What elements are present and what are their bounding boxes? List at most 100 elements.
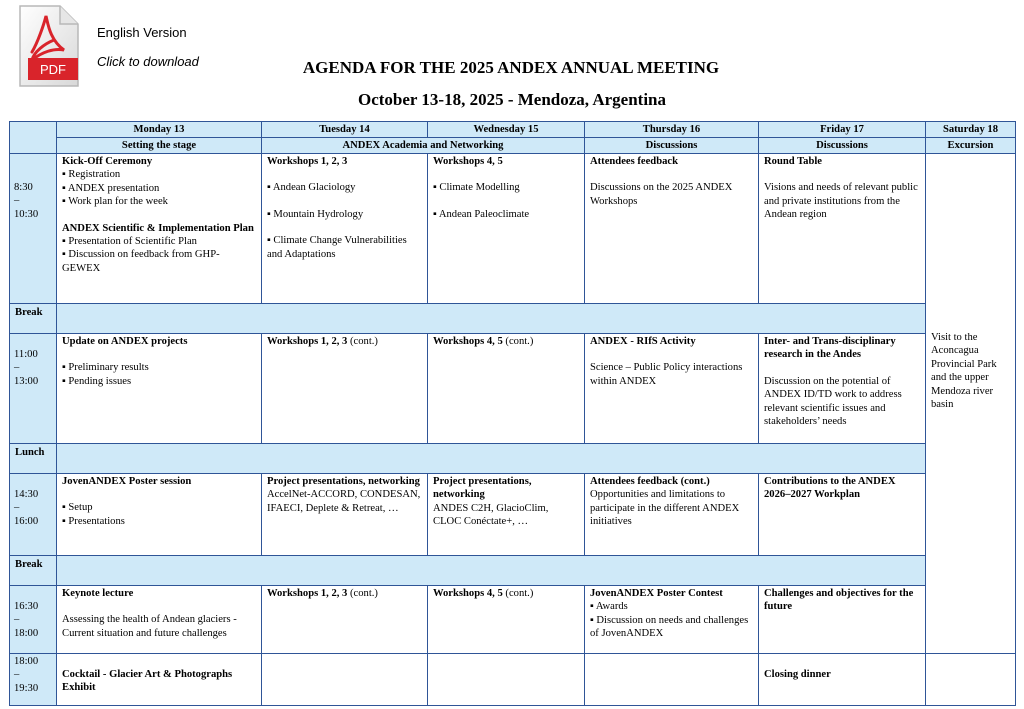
list-item: ▪ Andean Glaciology	[267, 182, 356, 194]
list-item: ▪ Discussion on needs and challenges of …	[590, 614, 749, 640]
list-item: ▪ Climate Change Vulnerabilities and Ada…	[267, 235, 407, 260]
cell-s4-monday: Keynote lecture Assessing the health of …	[56, 585, 262, 654]
cell-s4-friday: Challenges and objectives for the future	[758, 585, 926, 654]
session-text: Discussion on the potential of ANDEX ID/…	[764, 375, 902, 428]
agenda-table: Monday 13 Tuesday 14 Wednesday 15 Thursd…	[9, 121, 1016, 706]
list-item: ▪ ANDEX presentation	[62, 182, 160, 194]
cont-suffix: (cont.)	[502, 336, 534, 347]
day-friday: Friday 17	[758, 121, 926, 138]
cell-s2-friday: Inter- and Trans-disciplinary research i…	[758, 333, 926, 444]
list-item: ▪ Presentations	[62, 515, 125, 527]
cell-s5-saturday	[925, 653, 1016, 706]
theme-tue-wed: ANDEX Academia and Networking	[261, 137, 585, 154]
list-item: ▪ Andean Paleoclimate	[433, 208, 530, 220]
list-item: ▪ Preliminary results	[62, 362, 149, 374]
break-label: Break	[9, 303, 57, 334]
session-title: Workshops 1, 2, 3	[267, 336, 348, 347]
session-row-1: 8:30–10:30 Kick-Off Ceremony ▪ Registrat…	[9, 153, 1016, 654]
cell-s2-monday: Update on ANDEX projects ▪ Preliminary r…	[56, 333, 262, 444]
pdf-download-link[interactable]: PDF English Version Click to download	[14, 2, 214, 97]
session-title: Project presentations, networking	[267, 476, 420, 487]
cell-s5-monday: Cocktail - Glacier Art & Photographs Exh…	[56, 653, 262, 706]
session-title: JovenANDEX Poster Contest	[590, 588, 723, 599]
session-title: Challenges and objectives for the future	[764, 588, 914, 613]
cell-s2-tuesday: Workshops 1, 2, 3 (cont.)	[261, 333, 428, 444]
session-text: AccelNet-ACCORD, CONDESAN, IFAECI, Deple…	[267, 489, 421, 514]
session-title: Round Table	[764, 156, 823, 167]
session-text: Opportunities and limitations to partici…	[590, 489, 740, 528]
time-slot-5: 18:00–19:30	[9, 653, 57, 706]
session-title: Attendees feedback	[590, 156, 678, 167]
session-title: Update on ANDEX projects	[62, 336, 188, 347]
theme-monday: Setting the stage	[56, 137, 262, 154]
cell-s3-monday: JovenANDEX Poster session ▪ Setup ▪ Pres…	[56, 473, 262, 556]
cell-s5-wednesday	[427, 653, 585, 706]
session-text: Science – Public Policy interactions wit…	[590, 362, 743, 387]
english-version-label: English Version	[97, 25, 187, 40]
time-slot-1: 8:30–10:30	[9, 153, 57, 304]
list-item: ▪ Registration	[62, 169, 121, 181]
session-title: Workshops 4, 5	[433, 156, 503, 167]
list-item: ▪ Discussion on feedback from GHP-GEWEX	[62, 249, 220, 274]
day-wednesday: Wednesday 15	[427, 121, 585, 138]
theme-thursday: Discussions	[584, 137, 759, 154]
cont-suffix: (cont.)	[347, 336, 378, 347]
header-corner	[9, 121, 57, 154]
session-title: Workshops 4, 5	[433, 588, 503, 599]
session-title: ANDEX - RIfS Activity	[590, 336, 696, 347]
excursion-text: Visit to the Aconcagua Provincial Park a…	[931, 332, 997, 411]
time-slot-3: 14:30–16:00	[9, 473, 57, 556]
list-item: ▪ Setup	[62, 502, 93, 514]
pdf-icon-label: PDF	[40, 62, 66, 77]
cell-s2-thursday: ANDEX - RIfS Activity Science – Public P…	[584, 333, 759, 444]
themes-header-row: Setting the stage ANDEX Academia and Net…	[9, 137, 1016, 154]
session-text: Visions and needs of relevant public and…	[764, 182, 918, 221]
cell-s4-thursday: JovenANDEX Poster Contest ▪ Awards ▪ Dis…	[584, 585, 759, 654]
session-title: Project presentations, networking	[433, 476, 532, 501]
day-thursday: Thursday 16	[584, 121, 759, 138]
list-item: ▪ Presentation of Scientific Plan	[62, 236, 197, 248]
list-item: ▪ Work plan for the week	[62, 196, 168, 208]
cell-saturday-excursion: Visit to the Aconcagua Provincial Park a…	[925, 153, 1016, 654]
page-subtitle: October 13-18, 2025 - Mendoza, Argentina	[357, 90, 666, 109]
day-tuesday: Tuesday 14	[261, 121, 428, 138]
cell-s5-tuesday	[261, 653, 428, 706]
cell-s4-tuesday: Workshops 1, 2, 3 (cont.)	[261, 585, 428, 654]
time-slot-4: 16:30–18:00	[9, 585, 57, 654]
cell-s3-wednesday: Project presentations, networking ANDES …	[427, 473, 585, 556]
break-label: Break	[9, 555, 57, 586]
session-title: Inter- and Trans-disciplinary research i…	[764, 336, 896, 361]
cell-s4-wednesday: Workshops 4, 5 (cont.)	[427, 585, 585, 654]
break-row-1: Break	[9, 303, 1016, 334]
session-title: Workshops 4, 5	[433, 336, 503, 347]
theme-saturday: Excursion	[925, 137, 1016, 154]
session-title: Kick-Off Ceremony	[62, 156, 153, 167]
session-title: Closing dinner	[764, 669, 831, 680]
session-title: Keynote lecture	[62, 588, 134, 599]
page-title: AGENDA FOR THE 2025 ANDEX ANNUAL MEETING	[302, 58, 720, 77]
session-row-2: 11:00–13:00 Update on ANDEX projects ▪ P…	[9, 333, 1016, 444]
cell-s1-friday: Round Table Visions and needs of relevan…	[758, 153, 926, 304]
lunch-row: Lunch	[9, 443, 1016, 474]
session-title: Cocktail - Glacier Art & Photographs Exh…	[62, 669, 233, 694]
click-to-download-label: Click to download	[97, 54, 199, 69]
session-title: Workshops 1, 2, 3	[267, 588, 348, 599]
break-row-2: Break	[9, 555, 1016, 586]
session-row-4: 16:30–18:00 Keynote lecture Assessing th…	[9, 585, 1016, 654]
session-title: Attendees feedback (cont.)	[590, 476, 710, 487]
session-title: Contributions to the ANDEX 2026–2027 Wor…	[764, 476, 896, 501]
cell-s2-wednesday: Workshops 4, 5 (cont.)	[427, 333, 585, 444]
time-slot-2: 11:00–13:00	[9, 333, 57, 444]
session-row-5: 18:00–19:30 Cocktail - Glacier Art & Pho…	[9, 653, 1016, 706]
lunch-label: Lunch	[9, 443, 57, 474]
cell-s1-thursday: Attendees feedback Discussions on the 20…	[584, 153, 759, 304]
session-title: ANDEX Scientific & Implementation Plan	[62, 222, 254, 234]
cell-s5-friday: Closing dinner	[758, 653, 926, 706]
cell-s1-tuesday: Workshops 1, 2, 3 ▪ Andean Glaciology ▪ …	[261, 153, 428, 304]
session-row-3: 14:30–16:00 JovenANDEX Poster session ▪ …	[9, 473, 1016, 556]
cell-s5-thursday	[584, 653, 759, 706]
cell-s1-wednesday: Workshops 4, 5 ▪ Climate Modelling ▪ And…	[427, 153, 585, 304]
day-monday: Monday 13	[56, 121, 262, 138]
cell-s1-monday: Kick-Off Ceremony ▪ Registration ▪ ANDEX…	[56, 153, 262, 304]
session-title: Workshops 1, 2, 3	[267, 156, 348, 167]
